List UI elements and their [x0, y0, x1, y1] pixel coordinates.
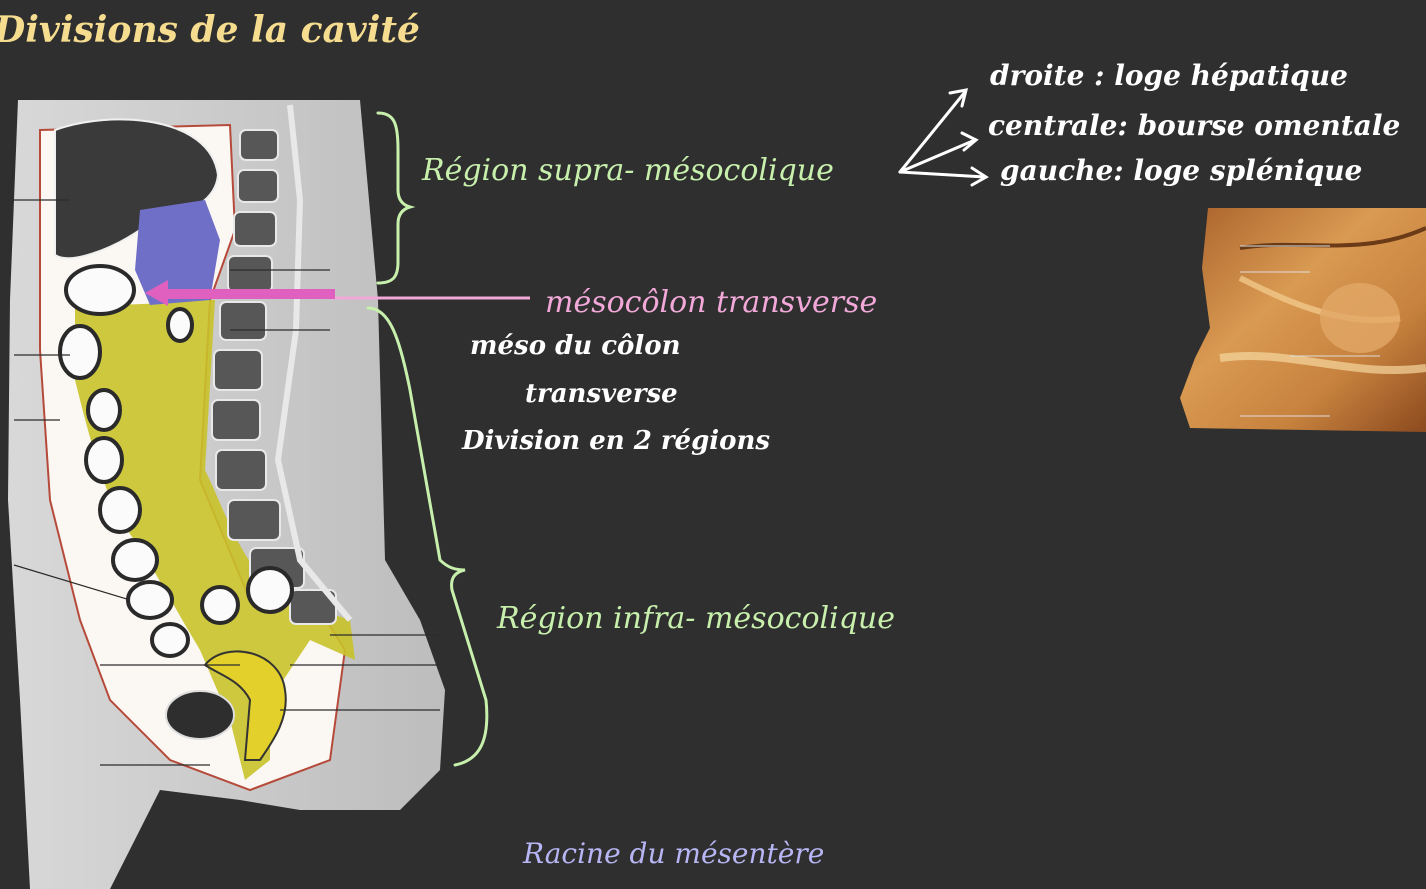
- vertebral-column: [211, 129, 337, 625]
- uterus: [203, 650, 287, 761]
- region-supra-label: Région supra- mésocolique: [422, 153, 834, 188]
- mesocolon-desc-line: transverse: [525, 379, 678, 409]
- branch-droite-label: droite : loge hépatique: [990, 59, 1348, 92]
- region-infra-label: Région infra- mésocolique: [497, 601, 895, 636]
- mesocolon-label: mésocôlon transverse: [545, 285, 878, 320]
- mesocolon-desc-line: Division en 2 régions: [462, 426, 771, 456]
- spinal-canal: [274, 104, 353, 622]
- branch-centrale-label: centrale: bourse omentale: [988, 109, 1401, 142]
- peritoneum: [75, 300, 355, 780]
- page-title: Divisions de la cavité: [0, 9, 420, 51]
- intestinal-loops: [58, 264, 294, 658]
- omental-bursa: [135, 200, 220, 305]
- branch-gauche-label: gauche: loge splénique: [1000, 154, 1363, 187]
- racine-mesentere-label: Racine du mésentère: [523, 837, 825, 870]
- dissection-photo: [1180, 208, 1426, 432]
- sagittal-section-illustration: [8, 100, 445, 889]
- arrow-icon: [898, 88, 989, 187]
- bladder: [165, 690, 235, 740]
- mesocolon-desc-line: méso du côlon: [470, 331, 681, 361]
